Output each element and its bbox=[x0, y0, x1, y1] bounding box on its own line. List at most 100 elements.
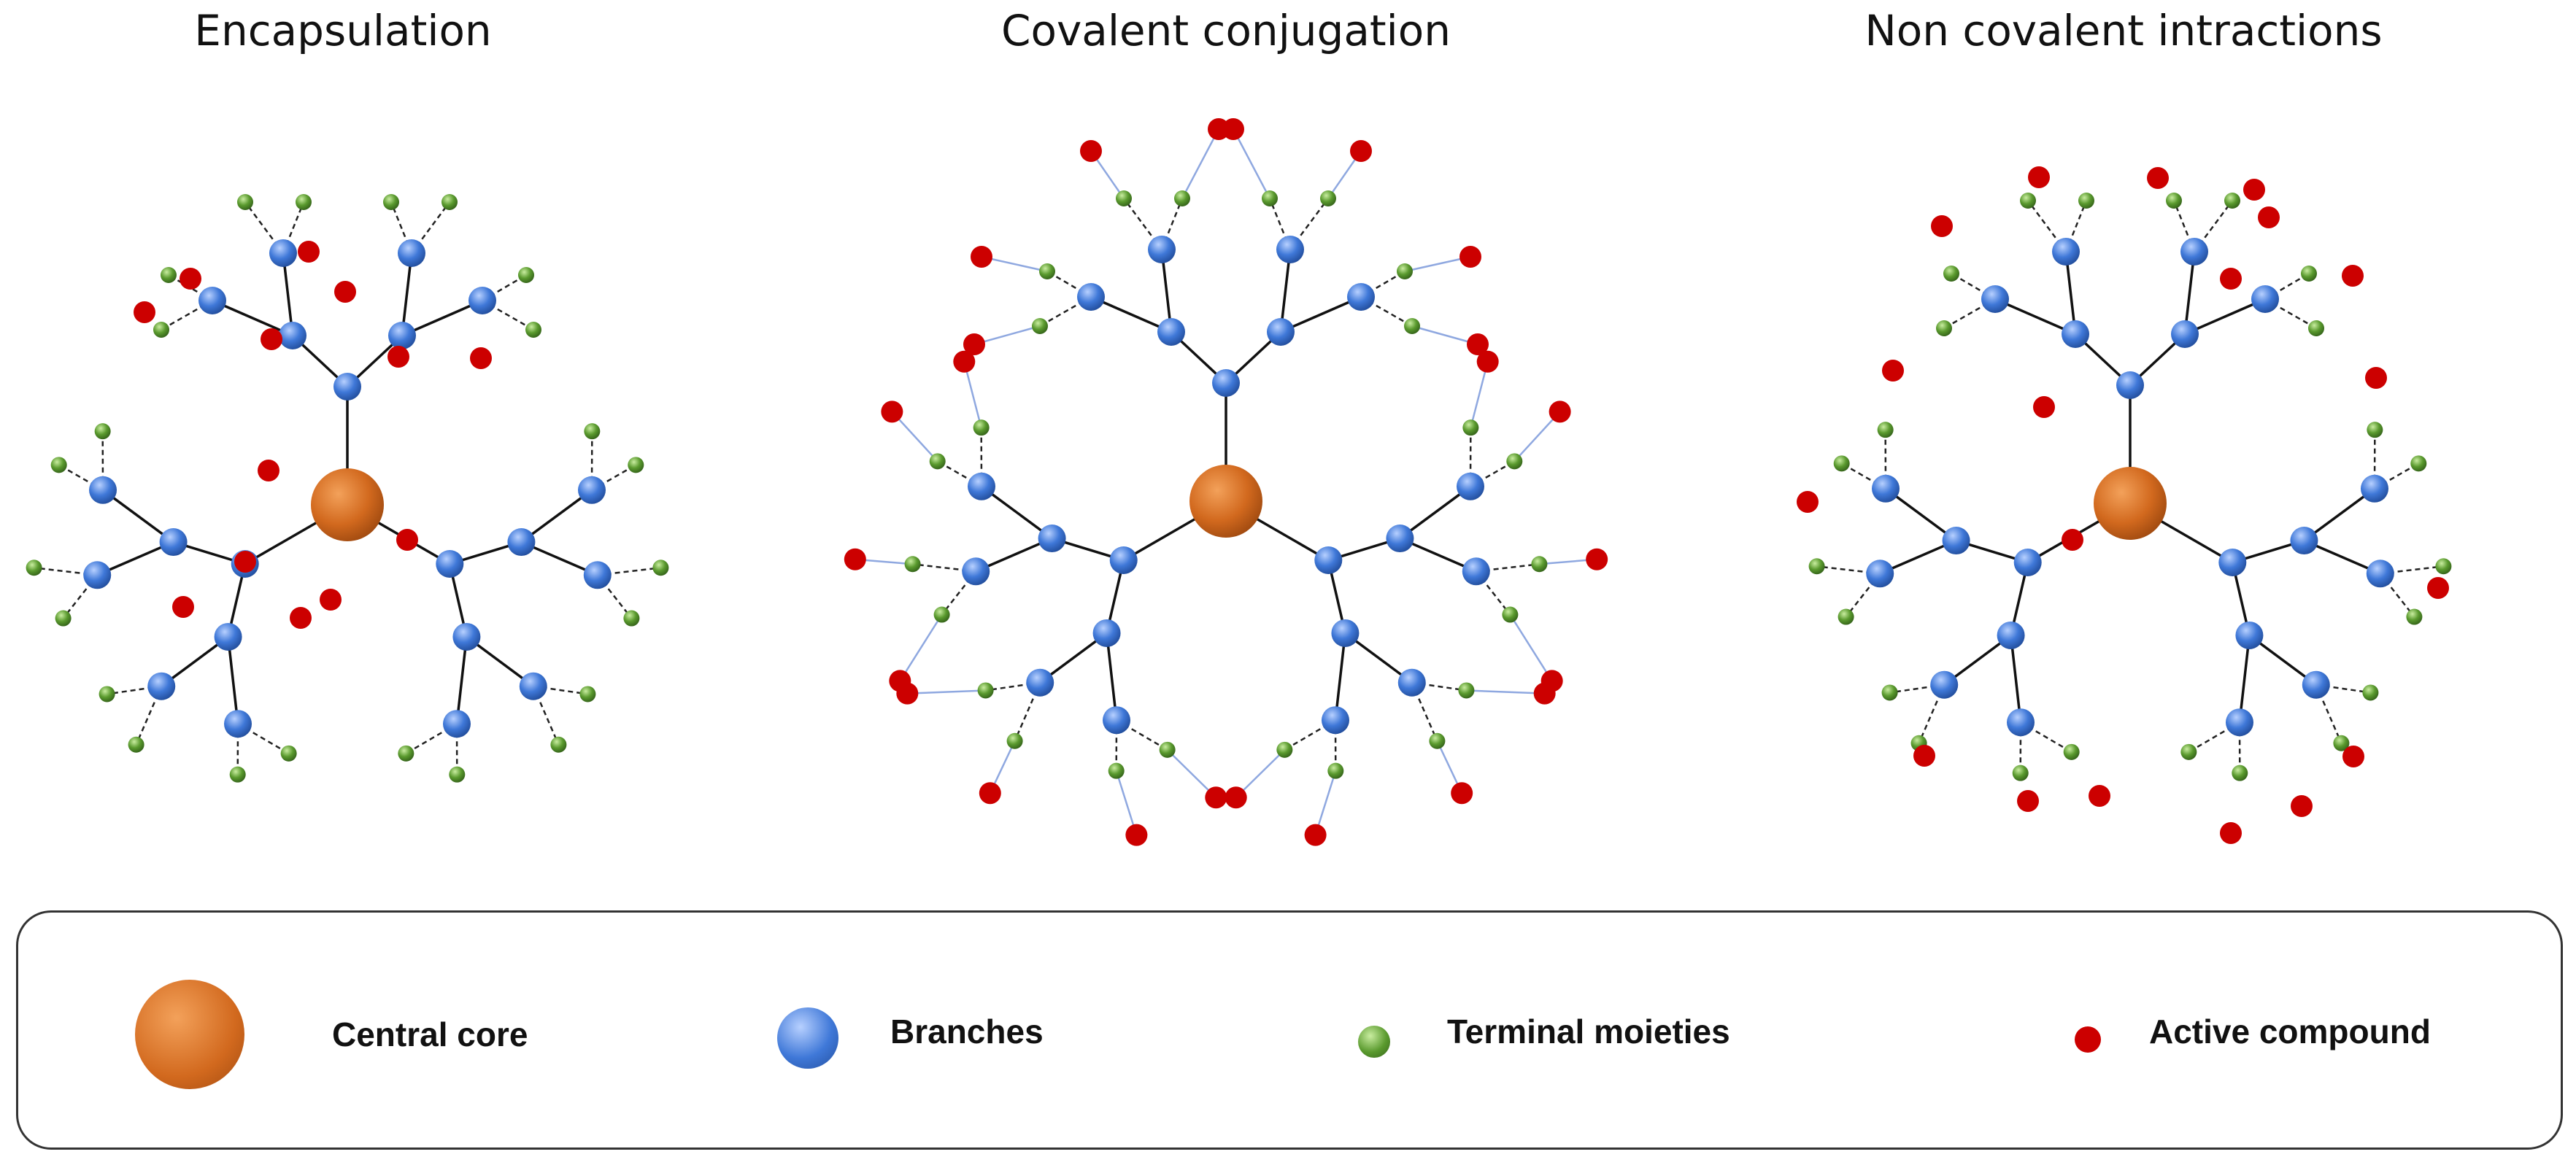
terminal-moiety bbox=[50, 457, 67, 473]
central-core bbox=[2094, 467, 2167, 540]
terminal-moiety bbox=[2333, 735, 2350, 751]
branch-node bbox=[1981, 285, 2009, 313]
branch-node bbox=[2225, 708, 2253, 737]
panel-title-covalent-conjugation: Covalent conjugation bbox=[1000, 6, 1451, 55]
terminal-moiety bbox=[652, 560, 669, 576]
terminal-moiety bbox=[1397, 263, 1413, 279]
branch-node bbox=[2302, 670, 2330, 699]
branch-node bbox=[1103, 706, 1131, 735]
terminal-moiety bbox=[1808, 558, 1825, 575]
terminal-moiety bbox=[1502, 606, 1519, 623]
branch-node bbox=[577, 476, 606, 504]
active-compound bbox=[2291, 795, 2313, 817]
panel-title-non-covalent-interactions: Non covalent intractions bbox=[1864, 6, 2383, 55]
covalent-link bbox=[1166, 748, 1217, 799]
branch-node bbox=[1212, 369, 1240, 397]
terminal-moiety bbox=[2020, 193, 2036, 209]
branch-node bbox=[2180, 238, 2208, 266]
branch-bond bbox=[1105, 632, 1118, 721]
legend-label-branches: Branches bbox=[890, 1013, 1044, 1050]
branch-node bbox=[1347, 283, 1375, 311]
branch-node bbox=[2366, 560, 2394, 588]
branch-node bbox=[436, 550, 464, 578]
branch-node bbox=[1077, 283, 1105, 311]
terminal-moiety bbox=[2232, 765, 2248, 781]
branch-node bbox=[1148, 236, 1176, 263]
branch-bond bbox=[226, 636, 239, 724]
terminal-moiety bbox=[1531, 556, 1548, 573]
active-compound bbox=[2258, 206, 2280, 228]
legend-label-central-core: Central core bbox=[332, 1015, 528, 1053]
terminal-moiety bbox=[1006, 732, 1023, 749]
active-compound bbox=[2427, 577, 2449, 599]
active-compound bbox=[1350, 140, 1372, 162]
branch-node bbox=[468, 287, 496, 314]
branch-node bbox=[1331, 619, 1360, 647]
branch-node bbox=[388, 322, 416, 349]
branch-node bbox=[2052, 238, 2080, 266]
terminal-moiety bbox=[2406, 608, 2423, 625]
covalent-link bbox=[1232, 128, 1271, 199]
branch-node bbox=[1397, 668, 1426, 697]
branch-node bbox=[1456, 472, 1484, 500]
branch-node bbox=[214, 622, 242, 651]
active-compound bbox=[1913, 745, 1935, 767]
legend-label-active-compound: Active compound bbox=[2149, 1013, 2431, 1050]
active-compound bbox=[2342, 265, 2364, 287]
terminal-moiety bbox=[229, 766, 246, 783]
terminal-moiety bbox=[2308, 320, 2324, 336]
active-compound bbox=[2220, 822, 2242, 844]
covalent-link bbox=[963, 361, 982, 428]
active-compound bbox=[2028, 166, 2050, 188]
orange-sphere-icon bbox=[135, 980, 244, 1089]
active-compound bbox=[953, 350, 976, 373]
active-compound bbox=[1931, 215, 1953, 237]
active-compound bbox=[1586, 548, 1608, 570]
terminal-moiety bbox=[161, 267, 177, 283]
branch-bond bbox=[2303, 487, 2376, 542]
terminal-moiety bbox=[2012, 765, 2029, 781]
branch-node bbox=[1321, 706, 1349, 735]
branch-bond bbox=[2009, 635, 2022, 723]
active-compound bbox=[2089, 785, 2110, 807]
active-compound bbox=[881, 400, 903, 423]
terminal-moiety bbox=[153, 322, 169, 338]
active-compound bbox=[470, 347, 492, 369]
covalent-link bbox=[1411, 325, 1478, 346]
panel-title-encapsulation: Encapsulation bbox=[194, 6, 492, 55]
terminal-moiety bbox=[1159, 741, 1176, 758]
covalent-link bbox=[891, 411, 938, 462]
active-compound bbox=[234, 551, 256, 573]
covalent-link bbox=[1404, 255, 1471, 273]
branch-bond bbox=[1884, 487, 1957, 542]
covalent-link bbox=[1509, 614, 1553, 682]
branch-node bbox=[1930, 670, 1959, 699]
terminal-moiety bbox=[26, 560, 42, 576]
branch-node bbox=[2360, 474, 2388, 503]
active-compound bbox=[172, 596, 194, 618]
active-compound bbox=[2147, 167, 2169, 189]
terminal-moiety bbox=[1174, 190, 1190, 206]
branch-bond bbox=[520, 489, 593, 543]
active-compound bbox=[1549, 400, 1571, 423]
branch-node bbox=[2062, 320, 2089, 348]
terminal-moiety bbox=[929, 453, 946, 470]
terminal-moiety bbox=[1458, 682, 1475, 699]
active-compound bbox=[387, 346, 409, 368]
terminal-moiety bbox=[2367, 422, 2383, 438]
branch-node bbox=[1462, 557, 1490, 586]
branch-bond bbox=[101, 489, 174, 543]
terminal-moiety bbox=[99, 686, 115, 703]
terminal-moiety bbox=[280, 745, 297, 762]
active-compound bbox=[2243, 179, 2265, 201]
branch-node bbox=[279, 322, 306, 349]
active-compound bbox=[844, 548, 866, 570]
branch-node bbox=[2116, 371, 2144, 399]
active-compound bbox=[971, 246, 992, 268]
terminal-moiety bbox=[2224, 193, 2240, 209]
terminal-moiety bbox=[1506, 453, 1523, 470]
terminal-moiety bbox=[128, 736, 144, 753]
covalent-link bbox=[907, 689, 986, 694]
terminal-moiety bbox=[398, 745, 414, 762]
active-compound bbox=[258, 460, 279, 481]
